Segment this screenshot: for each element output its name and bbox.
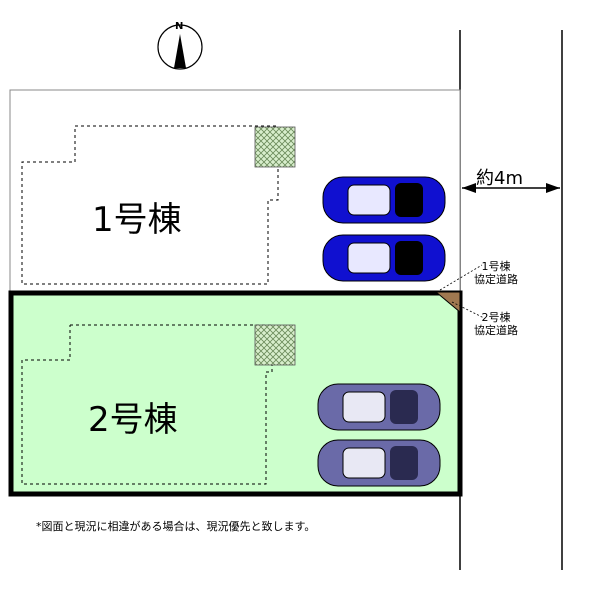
building-2-label: 2号棟 [88,400,178,440]
agreement-road-1-label: 1号棟協定道路 [474,260,518,286]
road-width-label: 約4m [476,168,523,189]
disclaimer-note: *図面と現況に相違がある場合は、現況優先と致します。 [36,520,316,533]
car-3 [317,383,441,431]
north-compass-icon [157,24,203,70]
hatched-area-2 [254,324,296,366]
car-4 [317,439,441,487]
agreement-road-2-line2: 協定道路 [474,324,518,337]
compass-label: N [175,21,184,32]
agreement-road-area [434,291,461,314]
car-1 [322,176,446,224]
agreement-road-1-line1: 1号棟 [481,260,511,273]
road-width-arrow [462,183,560,193]
leader-line-1 [439,264,483,291]
car-2 [322,234,446,282]
building-1-label: 1号棟 [92,200,182,240]
building-1-footprint [21,125,279,285]
leader-line-2 [451,301,485,319]
agreement-road-2-label: 2号棟協定道路 [474,311,518,337]
hatched-area-1 [254,126,296,168]
agreement-road-1-line2: 協定道路 [474,273,518,286]
agreement-road-2-line1: 2号棟 [481,311,511,324]
